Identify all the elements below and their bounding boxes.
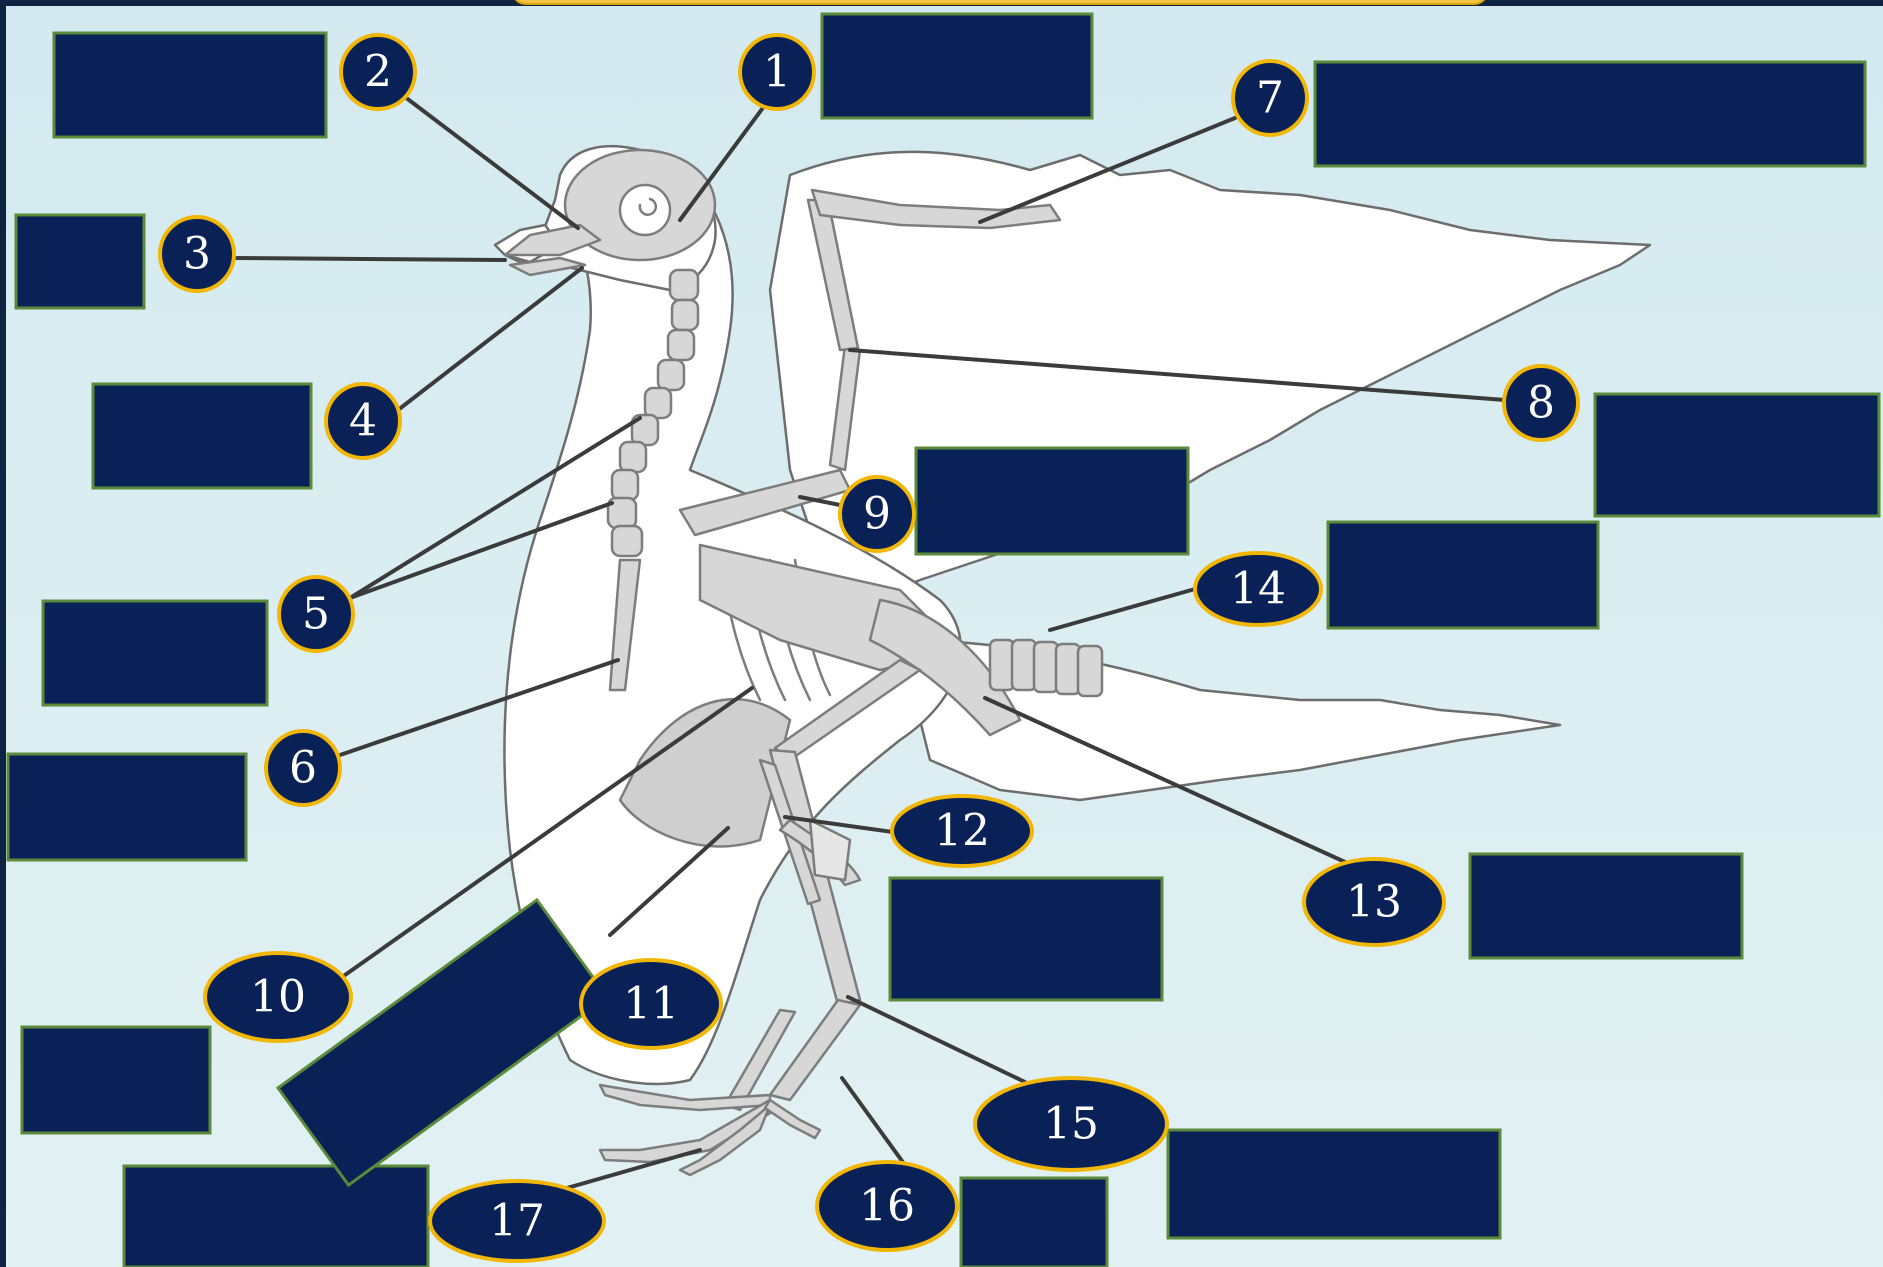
answer-box-10 — [22, 1027, 210, 1133]
top-banner — [512, 0, 1488, 4]
callout-7-label: 7 — [1256, 73, 1284, 124]
callout-14-label: 14 — [1230, 564, 1286, 615]
answer-box-8 — [1595, 394, 1879, 516]
answer-box-14 — [1328, 522, 1598, 628]
callout-2-label: 2 — [364, 47, 392, 98]
callout-1-label: 1 — [763, 47, 791, 98]
callout-16-label: 16 — [859, 1181, 915, 1232]
callout-9-label: 9 — [863, 489, 891, 540]
callout-15-label: 15 — [1043, 1099, 1099, 1150]
answer-box-12 — [890, 878, 1162, 1000]
answer-box-9 — [916, 448, 1188, 554]
callout-17-label: 17 — [489, 1196, 545, 1247]
answer-box-4 — [93, 384, 311, 488]
answer-box-7 — [1315, 62, 1865, 166]
answer-box-17 — [124, 1166, 428, 1267]
answer-box-5 — [43, 601, 267, 705]
callout-10-label: 10 — [250, 972, 306, 1023]
answer-box-6 — [8, 754, 246, 860]
tail-vertebrae — [990, 640, 1102, 696]
eye-socket — [620, 185, 670, 235]
callout-3-label: 3 — [183, 229, 211, 280]
left-frame — [0, 0, 6, 1267]
callout-12-label: 12 — [934, 806, 990, 857]
callout-6-label: 6 — [289, 743, 317, 794]
callout-5-label: 5 — [302, 589, 330, 640]
callout-8-label: 8 — [1527, 378, 1555, 429]
answer-box-15 — [1168, 1130, 1500, 1238]
callout-11-label: 11 — [623, 979, 679, 1030]
answer-box-16 — [961, 1178, 1107, 1267]
leader-line-3 — [230, 258, 505, 260]
callout-13-label: 13 — [1346, 877, 1402, 928]
answer-box-1 — [822, 14, 1092, 118]
callout-4-label: 4 — [349, 396, 377, 447]
answer-box-3 — [16, 215, 144, 308]
answer-box-13 — [1470, 854, 1742, 958]
answer-box-2 — [54, 33, 326, 137]
